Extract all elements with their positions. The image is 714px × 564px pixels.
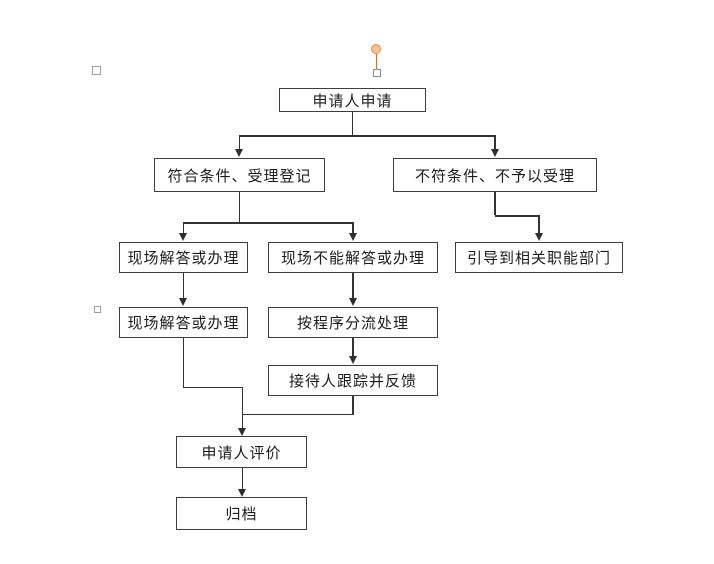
arrowhead-onsite2 [179, 298, 187, 306]
connector-apply-down [351, 112, 354, 135]
arrowhead-evaluate [238, 428, 246, 436]
node-cannot-onsite[interactable]: 现场不能解答或办理 [268, 242, 438, 273]
connector-onsite1-down [182, 273, 185, 299]
rotate-handle-icon[interactable] [371, 44, 381, 54]
connector-split2-h [183, 222, 354, 224]
node-applicant-evaluate[interactable]: 申请人评价 [176, 436, 307, 468]
connector-merge-h2 [243, 413, 353, 415]
connector-to-onsite1 [182, 222, 185, 234]
connector-to-guide [538, 215, 540, 234]
connector-onsite2-down [182, 338, 185, 388]
connector-track-down [352, 396, 354, 415]
arrowhead-reject [490, 149, 499, 157]
shape-anchor-icon [92, 66, 101, 75]
rotate-handle-base[interactable] [373, 69, 381, 77]
connector-split1-h [239, 135, 496, 137]
node-divert-procedure[interactable]: 按程序分流处理 [268, 307, 438, 338]
rotate-handle-stem [375, 54, 377, 69]
node-guide-department[interactable]: 引导到相关职能部门 [455, 242, 623, 273]
connector-eval-down [241, 468, 244, 489]
connector-accept-down [238, 192, 241, 222]
node-accept-register[interactable]: 符合条件、受理登记 [154, 158, 325, 192]
connector-to-reject [494, 135, 496, 150]
node-onsite-handle-1[interactable]: 现场解答或办理 [119, 242, 248, 273]
arrowhead-cannot [348, 233, 357, 241]
node-not-accepted[interactable]: 不符条件、不予以受理 [393, 158, 597, 192]
arrowhead-track [348, 356, 357, 364]
arrowhead-divert [348, 298, 357, 306]
arrowhead-guide [534, 233, 543, 241]
arrowhead-accept [235, 149, 243, 157]
arrowhead-archive [238, 489, 246, 497]
connector-cannot-down [352, 273, 354, 299]
connector-merge-h1 [183, 386, 243, 388]
arrowhead-onsite1 [179, 233, 187, 241]
connector-merge-down [241, 386, 244, 430]
connector-to-cannot [352, 222, 354, 234]
connector-reject-down [494, 192, 496, 215]
connector-divert-down [352, 338, 354, 357]
node-onsite-handle-2[interactable]: 现场解答或办理 [119, 307, 248, 338]
connector-reject-h [495, 215, 540, 217]
node-archive[interactable]: 归档 [176, 497, 307, 530]
node-applicant-apply[interactable]: 申请人申请 [279, 88, 426, 112]
connector-to-accept [238, 135, 241, 150]
node-track-feedback[interactable]: 接待人跟踪并反馈 [268, 365, 438, 396]
shape-anchor-icon [94, 306, 101, 313]
